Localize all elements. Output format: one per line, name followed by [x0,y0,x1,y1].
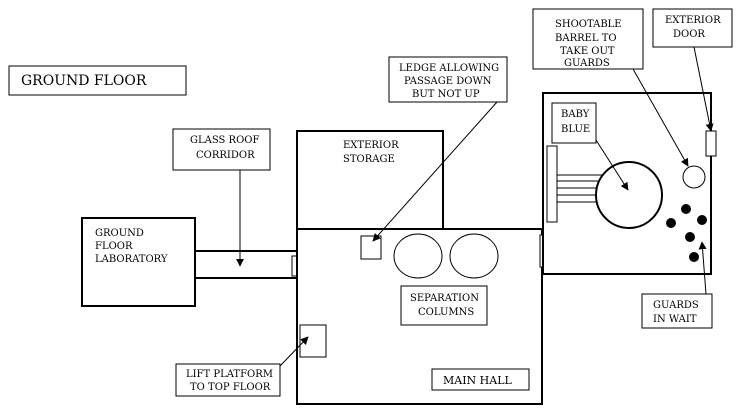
shootable-barrel-label-box [532,8,644,70]
ground-floor-laboratory-room [81,217,196,307]
barrel-label-line-2: BARREL TO [555,33,617,44]
exterior-door-label-line-1: EXTERIOR [665,15,721,26]
glass-roof-corridor [194,250,298,279]
guard-marker [666,218,676,228]
laboratory-label-line-2: FLOOR [95,241,133,252]
ledge-label-line-3: BUT NOT UP [412,89,480,100]
separation-label-line-2: COLUMNS [418,307,474,318]
main-hall-label-box [431,368,530,391]
corridor-label-line-2: CORRIDOR [196,150,255,161]
exterior-door-arrow [693,46,714,132]
storage-label-line-2: STORAGE [343,154,395,165]
barrel-label-line-4: GUARDS [564,58,610,69]
baby-blue-label-line-1: BABY [561,109,590,120]
guard-marker [697,215,707,225]
separation-label-line-1: SEPARATION [410,293,479,304]
diagram-title: GROUND FLOOR [21,73,147,89]
guards-arrow [698,241,707,295]
ledge-label-box [388,56,508,103]
shootable-barrel [682,165,706,189]
baby-blue-label-box [551,102,597,144]
lift-platform-label-box [175,363,281,397]
barrel-label-line-1: SHOOTABLE [555,19,622,30]
guards-label-line-2: IN WAIT [653,314,697,325]
chamber-west-wall-panel [546,145,558,223]
ledge [360,235,382,260]
lift-label-line-1: LIFT PLATFORM [186,369,273,380]
exterior-storage-room [296,130,444,230]
guard-marker [681,204,691,214]
corridor-label-line-1: GLASS ROOF [190,135,259,146]
lift-label-line-2: TO TOP FLOOR [190,382,271,393]
lift-platform-arrow [279,336,309,367]
guard-marker [689,252,699,262]
laboratory-label-line-1: GROUND [95,228,144,239]
separation-column-left [393,233,443,279]
baby-blue-tank [595,161,663,229]
main-hall-label: MAIN HALL [443,374,513,387]
exterior-door-label-box [652,8,733,48]
exterior-door-label-line-2: DOOR [673,29,705,40]
laboratory-label-line-3: LABORATORY [95,254,168,265]
barrel-label-line-3: TAKE OUT [560,46,615,57]
ledge-label-line-1: LEDGE ALLOWING [399,63,499,74]
title-box [8,65,187,96]
barrel-arrow [632,68,689,167]
guards-label-line-1: GUARDS [653,300,699,311]
guard-marker [685,232,695,242]
glass-roof-corridor-label-box [172,128,271,171]
ledge-arrow [372,101,498,242]
baby-blue-arrow [595,139,629,191]
exterior-door [705,130,717,157]
separation-columns-label-box [400,285,488,326]
baby-blue-label-line-2: BLUE [561,124,590,135]
separation-column-right [449,233,499,279]
guards-label-box [641,293,713,329]
storage-label-line-1: EXTERIOR [343,140,399,151]
ledge-label-line-2: PASSAGE DOWN [404,76,492,87]
